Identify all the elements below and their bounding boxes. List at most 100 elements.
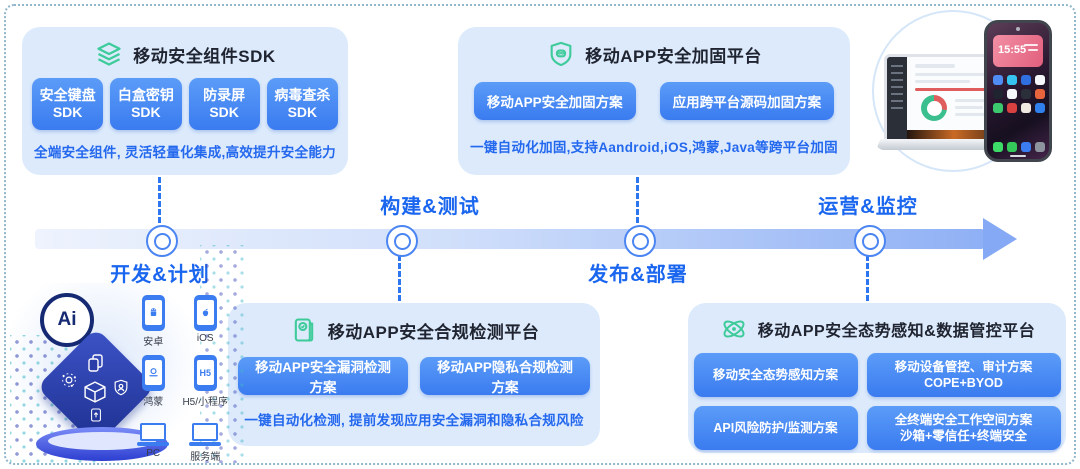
device-grid: 安卓 iOS 鸿蒙 H5 H5/小程序 — [132, 295, 228, 463]
card-sdk: 移动安全组件SDK 安全键盘 SDK 白盒密钥 SDK 防录屏 SDK 病毒查杀… — [22, 27, 348, 175]
solution-chip[interactable]: 病毒查杀 SDK — [266, 78, 338, 130]
solution-chip[interactable]: 全终端安全工作空间方案 沙箱+零信任+终端安全 — [866, 406, 1061, 450]
chip-label: 全终端安全工作空间方案 — [894, 412, 1033, 427]
server-icon — [189, 423, 222, 446]
timeline-node-1 — [146, 225, 178, 257]
android-phone-icon — [141, 295, 165, 331]
laptop-icon — [137, 423, 170, 446]
ai-label: Ai — [57, 309, 77, 330]
devices-panel: Ai — [10, 245, 244, 463]
apple-phone-icon — [193, 295, 217, 331]
chip-label: COPE+BYOD — [924, 376, 1003, 390]
device-label: 鸿蒙 — [143, 397, 164, 408]
timeline-stage-label-release: 发布&部署 — [588, 264, 688, 286]
chip-label: 白盒密钥 — [117, 86, 174, 103]
h5-phone-icon: H5 — [193, 355, 217, 391]
card-compliance: 移动APP安全合规检测平台 移动APP安全漏洞检测方案 移动APP隐私合规检测方… — [228, 303, 600, 446]
solution-chip[interactable]: 移动APP隐私合规检测方案 — [420, 357, 590, 395]
compliance-book-icon — [289, 315, 319, 345]
card-description: 全端安全组件, 灵活轻量化集成,高效提升安全能力 — [34, 145, 336, 160]
chip-label: SDK — [209, 104, 239, 120]
chip-label: SDK — [131, 104, 161, 120]
solution-chip[interactable]: 移动APP安全漏洞检测方案 — [238, 357, 408, 395]
laptop-sidebar — [887, 57, 907, 139]
chip-label: 移动APP安全漏洞检测方案 — [255, 360, 391, 395]
timeline-node-3 — [624, 225, 656, 257]
phone-app-grid — [993, 75, 1045, 113]
chip-label: SDK — [287, 104, 318, 120]
dashed-connector — [398, 255, 401, 301]
harmony-phone-icon — [141, 355, 165, 391]
chip-row: 安全键盘 SDK 白盒密钥 SDK 防录屏 SDK 病毒查杀 SDK — [22, 78, 348, 130]
chip-label: 病毒查杀 — [274, 86, 331, 103]
device-item-harmony: 鸿蒙 — [132, 355, 174, 408]
solution-chip[interactable]: 防录屏 SDK — [188, 78, 260, 130]
shield-user-icon — [112, 379, 130, 402]
device-item-server: 服务端 — [182, 415, 228, 463]
phone-home-bar — [1010, 155, 1026, 157]
chip-label: 移动设备管控、审计方案 — [894, 359, 1033, 374]
solution-chip[interactable]: 应用跨平台源码加固方案 — [659, 82, 835, 120]
solution-chip[interactable]: 移动设备管控、审计方案 COPE+BYOD — [866, 353, 1061, 397]
document-icon — [88, 407, 104, 428]
phone-clock-widget: 15:55 — [993, 35, 1043, 67]
timeline-arrow — [35, 229, 985, 249]
timeline-stage-label-ops: 运营&监控 — [818, 196, 918, 218]
timeline-arrowhead-icon — [983, 218, 1017, 260]
card-title: 移动APP安全合规检测平台 — [327, 322, 540, 342]
ai-cube — [36, 327, 156, 447]
dashed-connector — [866, 255, 869, 301]
card-description: 一键自动化检测, 提前发现应用安全漏洞和隐私合规风险 — [244, 413, 584, 428]
device-mockup: 15:55 — [872, 8, 1076, 172]
card-head: 移动APP安全态势感知&数据管控平台 — [688, 314, 1066, 344]
shield-robot-icon — [546, 39, 576, 69]
device-label: 服务端 — [190, 452, 221, 463]
card-situational: 移动APP安全态势感知&数据管控平台 移动安全态势感知方案 移动设备管控、审计方… — [688, 303, 1066, 453]
device-item-h5: H5 H5/小程序 — [182, 355, 228, 408]
solution-chip[interactable]: 移动APP安全加固方案 — [473, 82, 636, 120]
timeline-node-4 — [854, 225, 886, 257]
timeline-stage-label-build: 构建&测试 — [380, 196, 480, 218]
dashed-connector — [636, 177, 639, 223]
card-hardening: 移动APP安全加固平台 移动APP安全加固方案 应用跨平台源码加固方案 一键自动… — [458, 27, 850, 175]
atom-icon — [719, 314, 749, 344]
chip-label: 安全键盘 — [39, 86, 96, 103]
chip-label: 移动APP隐私合规检测方案 — [437, 360, 573, 395]
phone-mockup: 15:55 — [984, 20, 1052, 162]
chip-grid: 移动安全态势感知方案 移动设备管控、审计方案 COPE+BYOD API风险防护… — [688, 353, 1066, 450]
solution-chip[interactable]: API风险防护/监测方案 — [693, 406, 858, 450]
device-label: 安卓 — [143, 337, 164, 348]
chip-label: 移动安全态势感知方案 — [712, 367, 838, 382]
device-label: iOS — [196, 333, 214, 344]
card-title: 移动APP安全加固平台 — [585, 46, 762, 66]
donut-chart — [921, 95, 947, 121]
chip-label: 沙箱+零信任+终端安全 — [899, 429, 1028, 443]
device-item-ios: iOS — [182, 295, 228, 348]
solution-chip[interactable]: 白盒密钥 SDK — [110, 78, 182, 130]
card-title: 移动安全组件SDK — [133, 46, 276, 66]
card-head: 移动APP安全合规检测平台 — [228, 315, 600, 345]
chip-label: 应用跨平台源码加固方案 — [672, 95, 822, 110]
device-label: PC — [146, 448, 161, 459]
solution-chip[interactable]: 安全键盘 SDK — [32, 78, 104, 130]
card-head: 移动APP安全加固平台 — [458, 39, 850, 69]
laptop-taskbar — [907, 130, 1011, 139]
solution-chip[interactable]: 移动安全态势感知方案 — [693, 353, 858, 397]
chip-row: 移动APP安全加固方案 应用跨平台源码加固方案 — [458, 82, 850, 120]
phone-dock — [993, 142, 1045, 152]
chip-label: API风险防护/监测方案 — [713, 420, 838, 435]
card-description: 一键自动化加固,支持Aandroid,iOS,鸿蒙,Java等跨平台加固 — [470, 140, 838, 155]
chip-row: 移动APP安全漏洞检测方案 移动APP隐私合规检测方案 — [228, 357, 600, 395]
card-head: 移动安全组件SDK — [22, 39, 348, 69]
laptop-base — [876, 139, 1024, 150]
chip-label: SDK — [52, 104, 83, 120]
dashed-connector — [158, 177, 161, 223]
phone-time: 15:55 — [998, 44, 1027, 56]
chip-label: 移动APP安全加固方案 — [486, 95, 623, 110]
h5-glyph: H5 — [199, 367, 211, 378]
device-item-android: 安卓 — [132, 295, 174, 348]
device-item-pc: PC — [132, 415, 174, 463]
device-label: H5/小程序 — [182, 397, 228, 408]
chip-label: 防录屏 — [203, 86, 246, 103]
devices-stack-icon — [86, 353, 106, 378]
